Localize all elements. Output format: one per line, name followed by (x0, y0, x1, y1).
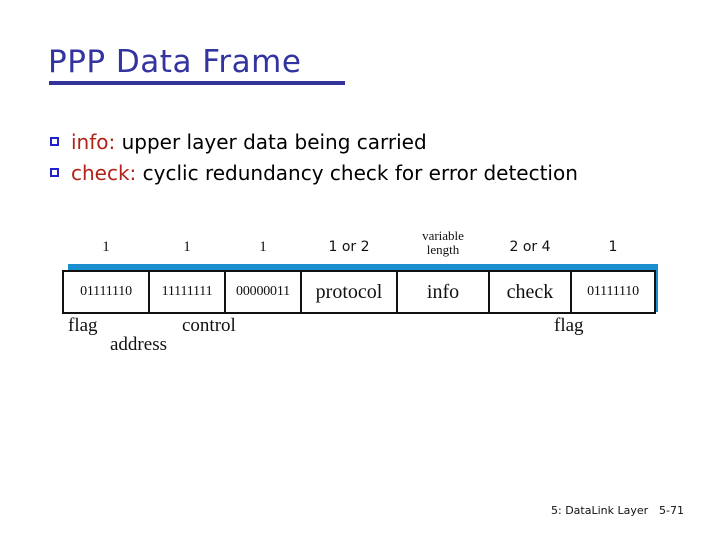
square-bullet-icon (50, 137, 59, 146)
field-size-flag-end: 1 (608, 239, 618, 255)
frame-field-check: check (488, 270, 572, 314)
field-label-flag-start: flag (68, 315, 98, 336)
frame-field-value: 00000011 (236, 284, 290, 299)
square-bullet-icon (50, 168, 59, 177)
bullet-body: upper layer data being carried (115, 130, 427, 154)
slide-footer: 5: DataLink Layer 5-71 (0, 504, 720, 524)
frame-field-value: 11111111 (161, 284, 213, 299)
field-name-labels: flag address control flag (62, 314, 658, 355)
bullet-text: check: cyclic redundancy check for error… (71, 159, 578, 188)
field-label-control: control (182, 315, 236, 336)
frame-field-value: 01111110 (80, 284, 132, 299)
field-label-address: address (110, 334, 167, 355)
frame-field-value: 01111110 (587, 284, 639, 299)
footer-chapter-label: 5: DataLink Layer (551, 504, 649, 517)
frame-field-info: info (396, 270, 490, 314)
footer-page-number: 5-71 (659, 504, 684, 517)
page-title: PPP Data Frame (48, 44, 302, 80)
title-underline-rule (49, 81, 345, 85)
list-item: check: cyclic redundancy check for error… (50, 159, 610, 188)
frame-field-value: protocol (315, 280, 383, 303)
bullet-keyword: info: (71, 130, 116, 154)
field-size-control: 1 (259, 239, 267, 255)
bullet-text: info: upper layer data being carried (71, 128, 427, 157)
frame-field-protocol: protocol (300, 270, 398, 314)
frame-field-control: 00000011 (224, 270, 302, 314)
field-label-flag-end: flag (554, 315, 584, 336)
frame-field-flag-end: 01111110 (570, 270, 656, 314)
frame-field-boxes: 01111110 11111111 00000011 protocol info chec… (62, 270, 656, 314)
frame-field-value: check (506, 280, 554, 303)
bullet-list: info: upper layer data being carried che… (50, 128, 610, 190)
frame-field-value: info (426, 280, 460, 303)
field-size-line: variable (422, 228, 464, 243)
bullet-body: cyclic redundancy check for error detect… (136, 161, 578, 185)
field-size-check: 2 or 4 (509, 239, 551, 255)
frame-field-flag-start: 01111110 (62, 270, 150, 314)
list-item: info: upper layer data being carried (50, 128, 610, 157)
frame-field-address: 11111111 (148, 270, 226, 314)
field-size-protocol: 1 or 2 (328, 239, 370, 255)
field-size-address: 1 (183, 239, 191, 255)
field-size-line: length (426, 242, 460, 257)
field-size-flag-start: 1 (102, 239, 110, 255)
bullet-keyword: check: (71, 161, 137, 185)
